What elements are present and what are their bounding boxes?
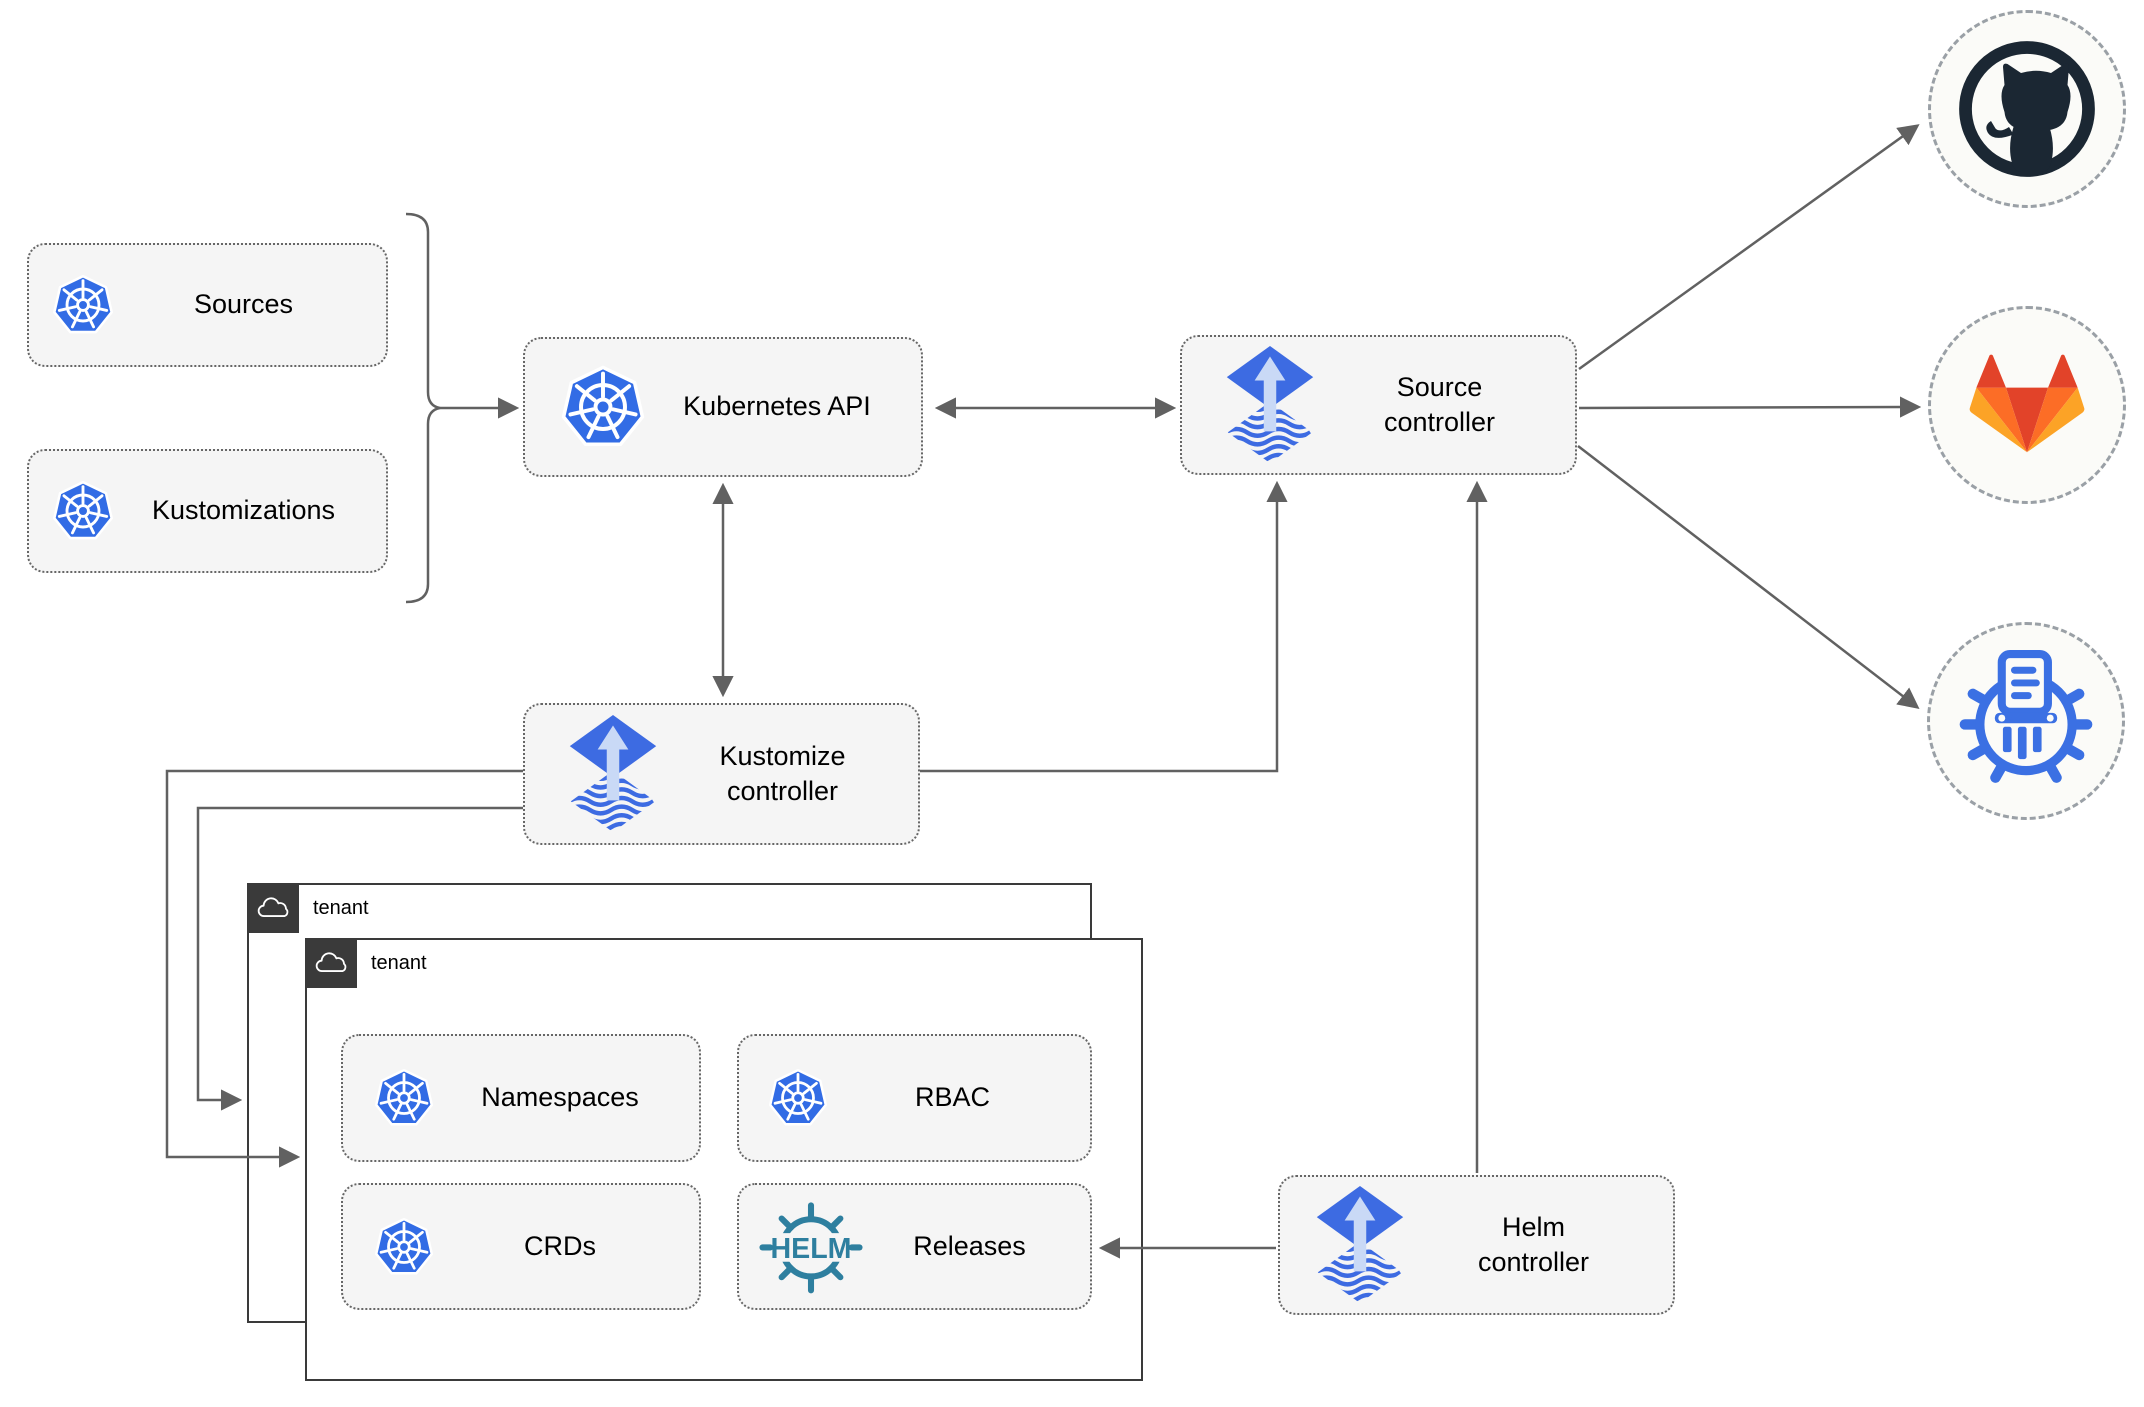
node-label: CRDs — [524, 1230, 596, 1261]
node-label: Helm controller — [1477, 1211, 1590, 1277]
node-label: Kustomize controller — [719, 740, 846, 806]
node-kubernetes-api: Kubernetes API — [523, 337, 923, 477]
chartmuseum-icon — [1959, 650, 2093, 783]
node-kustomizations: Kustomizations — [27, 449, 388, 573]
node-label: RBAC — [914, 1082, 990, 1113]
tenant-tab — [305, 938, 357, 988]
kubernetes-icon — [559, 361, 647, 453]
kubernetes-icon — [767, 1063, 829, 1133]
node-source-controller: Source controller — [1180, 335, 1577, 475]
helm-icon: HELM — [759, 1201, 863, 1293]
flux-icon — [1312, 1185, 1408, 1306]
edge-source-chartmuseum — [1577, 445, 1920, 709]
flux-icon — [565, 714, 661, 835]
node-label: Kubernetes API — [683, 391, 871, 422]
node-label: Source controller — [1383, 371, 1496, 437]
kubernetes-icon — [373, 1063, 435, 1133]
kubernetes-icon — [51, 271, 115, 339]
node-label: Sources — [193, 289, 294, 320]
repo-helm-chart-repository — [1927, 622, 2125, 820]
edge-source-github — [1578, 124, 1920, 371]
node-label: Releases — [913, 1230, 1026, 1261]
node-label: Kustomizations — [151, 495, 336, 526]
helm-wordmark: HELM — [770, 1232, 851, 1264]
node-label: Namespaces — [481, 1082, 639, 1113]
cloud-icon — [314, 951, 348, 975]
brace-sources-group — [405, 212, 441, 604]
node-sources: Sources — [27, 243, 388, 367]
github-icon — [1959, 41, 2095, 177]
node-kustomize-controller: Kustomize controller — [523, 703, 920, 845]
tenant-label: tenant — [313, 896, 369, 919]
node-releases: HELM Releases — [737, 1183, 1092, 1310]
repo-gitlab — [1928, 306, 2126, 504]
kubernetes-icon — [373, 1212, 435, 1282]
repo-github — [1928, 10, 2126, 208]
node-rbac: RBAC — [737, 1034, 1092, 1162]
flux-icon — [1222, 345, 1318, 466]
tenant-label: tenant — [371, 951, 427, 974]
cloud-icon — [256, 896, 290, 920]
kubernetes-icon — [51, 477, 115, 545]
node-helm-controller: Helm controller — [1278, 1175, 1675, 1315]
node-namespaces: Namespaces — [341, 1034, 701, 1162]
edge-kustomize-source — [920, 480, 1288, 773]
gitlab-icon — [1969, 354, 2085, 453]
edge-source-gitlab — [1578, 396, 1922, 418]
node-crds: CRDs — [341, 1183, 701, 1310]
tenant-tab — [247, 883, 299, 933]
